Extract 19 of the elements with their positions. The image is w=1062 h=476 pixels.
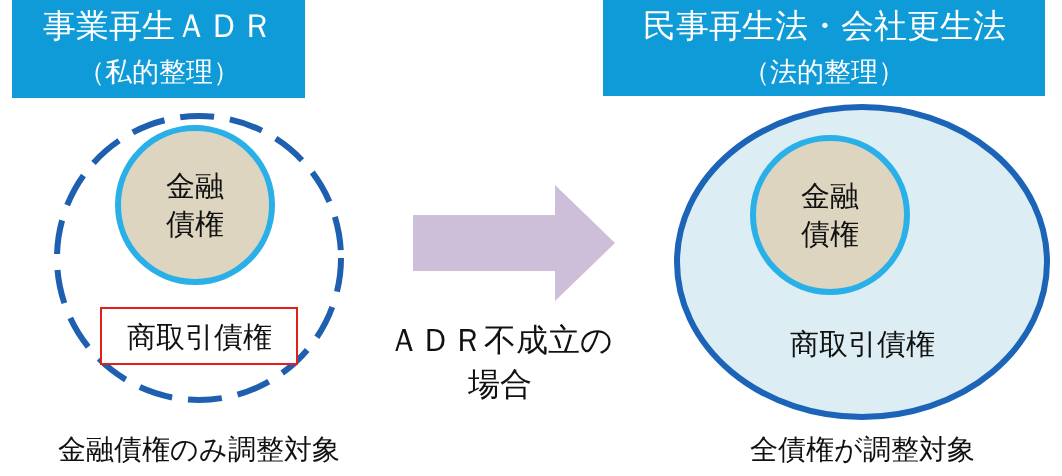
header-subtitle: （私的整理） — [76, 55, 241, 89]
node-label: 全債権が調整対象 — [748, 432, 976, 468]
header-box — [12, 0, 305, 98]
header-box — [603, 0, 1045, 96]
circle — [750, 135, 910, 295]
box-label: 商取引債権 — [125, 319, 273, 355]
circle — [674, 104, 1050, 420]
label-box — [100, 307, 298, 365]
node-label: 金融債権のみ調整対象 — [57, 432, 341, 468]
circle-label: 金融債権 — [800, 178, 860, 253]
circle-label: 金融債権 — [165, 168, 225, 243]
dashed-circle — [54, 113, 344, 403]
block-arrow — [413, 185, 615, 301]
header-subtitle: （法的整理） — [742, 55, 906, 89]
header-title: 民事再生法・会社更生法 — [641, 6, 1007, 46]
circle — [115, 125, 275, 285]
edge-label: ＡＤＲ不成立の場合 — [386, 320, 614, 405]
circle-label: 商取引債権 — [788, 326, 936, 362]
header-title: 事業再生ＡＤＲ — [42, 6, 275, 46]
